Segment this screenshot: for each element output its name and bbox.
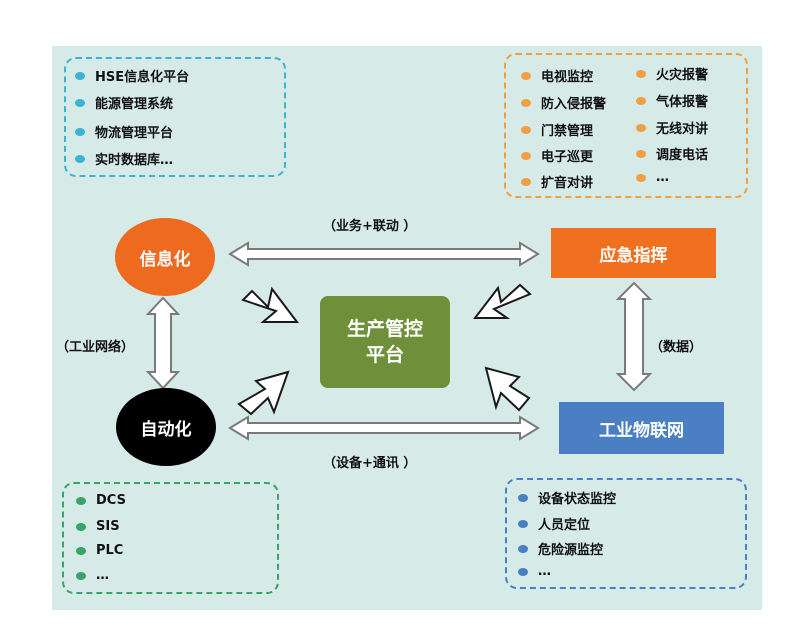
emergency-item-label: 门禁管理: [541, 124, 594, 139]
info-systems-box: [64, 57, 286, 177]
info-node-label: 信息化: [139, 249, 191, 270]
automation-box: [62, 482, 279, 594]
arrow-emergency-iot: [615, 281, 653, 392]
info-node: 信息化: [115, 218, 215, 296]
bullet-dot: [76, 571, 86, 580]
emergency-item-label: 无线对讲: [656, 122, 709, 137]
bullet-dot: [518, 493, 528, 502]
list-item: 气体报警: [636, 91, 708, 110]
list-item: 实时数据库…: [75, 149, 173, 168]
bullet-dot: [521, 177, 531, 186]
list-item: 能源管理系统: [75, 93, 173, 112]
bullet-dot: [75, 71, 85, 80]
bullet-dot: [518, 519, 528, 528]
list-item: PLC: [76, 543, 123, 558]
arrow-diag-top-right: [472, 283, 532, 319]
production-platform-node: 生产管控 平台: [320, 296, 450, 388]
list-item: 设备状态监控: [518, 488, 616, 507]
iot-node-label: 工业物联网: [599, 420, 684, 441]
arrow-diag-top-left: [241, 286, 300, 323]
platform-label-line2: 平台: [365, 344, 404, 366]
connector-label-right: （数据）: [650, 340, 703, 355]
bullet-dot: [518, 567, 528, 576]
emergency-item-label: 气体报警: [656, 95, 709, 110]
bullet-dot: [636, 96, 646, 105]
iot-item-label: 人员定位: [538, 518, 591, 533]
emergency-item-label: 扩音对讲: [541, 176, 594, 191]
list-item: …: [518, 564, 551, 579]
bullet-dot: [75, 98, 85, 107]
bullet-dot: [75, 127, 85, 136]
connector-label-left: （工业网络）: [56, 340, 135, 355]
platform-label-line1: 生产管控: [346, 318, 423, 340]
automation-node: 自动化: [116, 388, 216, 466]
list-item: 调度电话: [636, 144, 708, 163]
list-item: …: [76, 568, 109, 583]
emergency-item-label: 电视监控: [541, 70, 594, 85]
info-item-label: 实时数据库…: [95, 153, 174, 168]
bullet-dot: [75, 154, 85, 163]
emergency-item-label: …: [656, 170, 669, 185]
automation-item-label: DCS: [96, 493, 126, 508]
iot-item-label: 设备状态监控: [538, 492, 617, 507]
automation-item-label: SIS: [96, 519, 120, 534]
emergency-command-node: 应急指挥: [551, 228, 716, 278]
arrow-info-auto: [145, 296, 181, 390]
bullet-dot: [76, 546, 86, 555]
arrow-diag-bottom-left: [237, 370, 290, 416]
emergency-item-label: 火灾报警: [656, 68, 709, 83]
emergency-devices-box: [504, 53, 748, 198]
list-item: 防入侵报警: [521, 93, 606, 112]
emergency-item-label: 电子巡更: [541, 150, 594, 165]
automation-item-label: …: [96, 568, 109, 583]
bullet-dot: [518, 544, 528, 553]
bullet-dot: [636, 173, 646, 182]
list-item: DCS: [76, 493, 126, 508]
list-item: 电子巡更: [521, 146, 593, 165]
bullet-dot: [521, 71, 531, 80]
list-item: 人员定位: [518, 514, 590, 533]
emergency-item-label: 防入侵报警: [541, 97, 607, 112]
bullet-dot: [521, 98, 531, 107]
list-item: 物流管理平台: [75, 122, 173, 141]
bullet-dot: [76, 496, 86, 505]
arrow-diag-bottom-right: [484, 366, 531, 412]
iot-item-label: 危险源监控: [538, 543, 604, 558]
iot-box: [505, 478, 747, 589]
list-item: 门禁管理: [521, 120, 593, 139]
list-item: 扩音对讲: [521, 172, 593, 191]
connector-label-bottom: （设备+通讯 ）: [323, 456, 417, 471]
list-item: SIS: [76, 519, 120, 534]
emergency-item-label: 调度电话: [656, 148, 709, 163]
bullet-dot: [521, 125, 531, 134]
bullet-dot: [76, 522, 86, 531]
list-item: HSE信息化平台: [75, 66, 189, 85]
info-item-label: 能源管理系统: [95, 97, 174, 112]
automation-node-label: 自动化: [140, 419, 192, 440]
bullet-dot: [636, 149, 646, 158]
emergency-node-label: 应急指挥: [599, 245, 668, 266]
automation-item-label: PLC: [96, 543, 124, 558]
list-item: 电视监控: [521, 66, 593, 85]
bullet-dot: [636, 123, 646, 132]
list-item: …: [636, 170, 669, 185]
iot-item-label: …: [538, 564, 551, 579]
info-item-label: 物流管理平台: [95, 126, 174, 141]
list-item: 危险源监控: [518, 539, 603, 558]
arrow-info-emergency: [228, 241, 540, 267]
bullet-dot: [521, 151, 531, 160]
list-item: 无线对讲: [636, 118, 708, 137]
list-item: 火灾报警: [636, 64, 708, 83]
bullet-dot: [636, 69, 646, 78]
iot-node: 工业物联网: [559, 402, 724, 454]
info-item-label: HSE信息化平台: [95, 70, 190, 85]
connector-label-top: （业务+联动 ）: [323, 219, 417, 234]
arrow-auto-iot: [228, 415, 540, 441]
